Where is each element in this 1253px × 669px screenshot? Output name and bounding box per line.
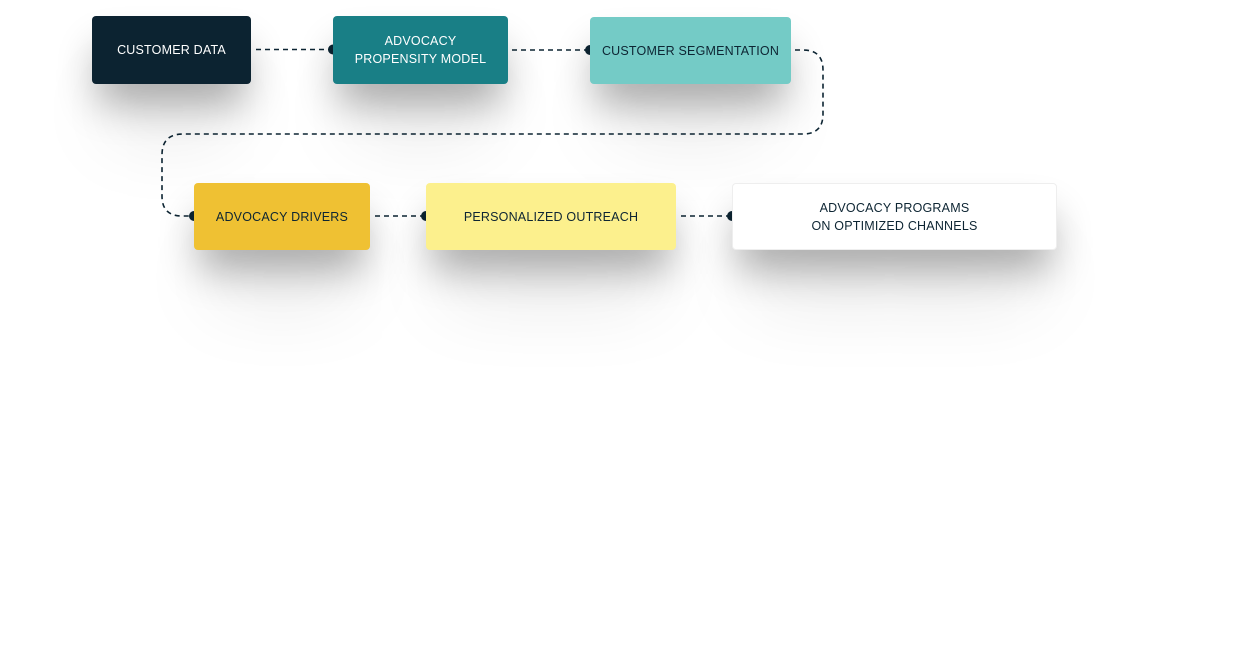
node-label: ADVOCACY PROPENSITY MODEL <box>354 34 487 66</box>
node-advocacy-drivers: ADVOCACY DRIVERS <box>194 183 370 250</box>
node-advocacy-propensity-model: ADVOCACY PROPENSITY MODEL <box>333 16 508 84</box>
edge-segmentation-to-drivers <box>161 49 824 217</box>
node-customer-data: CUSTOMER DATA <box>92 16 251 84</box>
node-label: CUSTOMER SEGMENTATION <box>601 43 780 58</box>
node-customer-segmentation: CUSTOMER SEGMENTATION <box>590 17 791 84</box>
node-label: PERSONALIZED OUTREACH <box>463 209 639 224</box>
node-label: CUSTOMER DATA <box>117 43 226 57</box>
node-label: ADVOCACY PROGRAMS ON OPTIMIZED CHANNELS <box>811 200 978 233</box>
node-label: ADVOCACY DRIVERS <box>215 209 349 224</box>
node-advocacy-programs: ADVOCACY PROGRAMS ON OPTIMIZED CHANNELS <box>732 183 1057 250</box>
node-personalized-outreach: PERSONALIZED OUTREACH <box>426 183 676 250</box>
